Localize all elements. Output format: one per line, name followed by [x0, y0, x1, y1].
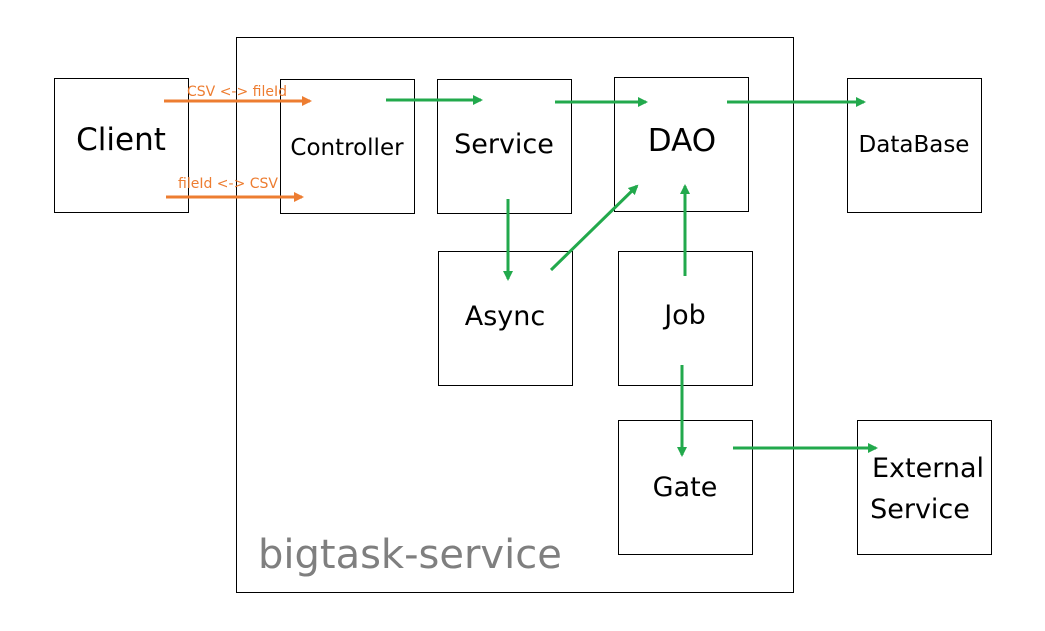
async-label: Async [465, 301, 545, 332]
database-label: DataBase [859, 132, 970, 158]
job-label: Job [662, 300, 706, 331]
edge-label-csv-fileid: CSV <-> fileId [187, 84, 287, 100]
container-label: bigtask-service [258, 532, 562, 578]
edge-async-dao [549, 184, 639, 272]
controller-label: Controller [290, 135, 404, 161]
database-node [847, 78, 982, 213]
service-node [437, 79, 572, 214]
service-container [236, 37, 794, 593]
edge-label-fileid-csv: fileId <-> CSV [178, 176, 278, 192]
gate-label: Gate [653, 472, 718, 503]
external-label-line1: External [872, 453, 984, 484]
external-service-node [857, 420, 992, 555]
gate-node [618, 420, 753, 555]
service-label: Service [454, 129, 554, 160]
dao-label: DAO [648, 123, 716, 159]
external-label-line2: Service [870, 494, 970, 525]
client-label: Client [76, 122, 166, 158]
